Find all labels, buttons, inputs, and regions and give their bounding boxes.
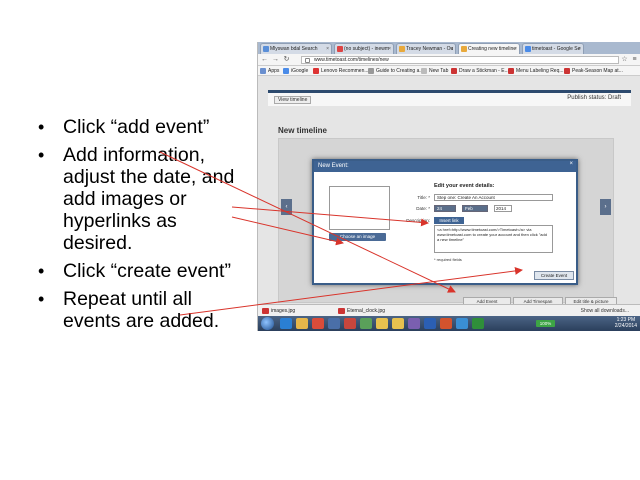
bookmark-item[interactable]: Draw a Stickman - E...: [451, 67, 509, 75]
description-label: Description:: [406, 218, 430, 223]
browser-tab[interactable]: timetoast - Google Se×: [522, 43, 584, 54]
google-icon: [525, 46, 531, 52]
dialog-header: New Event:: [314, 161, 576, 172]
edit-details-heading: Edit your event details:: [434, 183, 495, 189]
bullet-item: •Click “add event”: [38, 116, 210, 138]
insert-link-button[interactable]: Insert link: [434, 217, 464, 224]
page-icon: [263, 46, 269, 52]
battery-indicator: 100%: [536, 320, 555, 327]
browser-screenshot: Mlyswan bdal Search× (no subject) - inew…: [257, 42, 640, 331]
close-icon[interactable]: ×: [514, 46, 517, 52]
lenovo-icon: [313, 68, 319, 74]
browser-tab[interactable]: Mlyswan bdal Search×: [260, 43, 332, 54]
forward-icon[interactable]: →: [272, 56, 279, 63]
create-event-button[interactable]: Create Event: [534, 271, 574, 280]
app-icon[interactable]: [408, 318, 420, 329]
bullet-list: •Click “add event” •Add information, adj…: [36, 116, 246, 338]
app-icon[interactable]: [456, 318, 468, 329]
scroll-right-button[interactable]: ›: [600, 199, 611, 215]
bookmark-item[interactable]: New Tab: [421, 67, 448, 75]
view-timeline-button[interactable]: View timeline: [274, 96, 312, 104]
folder-icon[interactable]: [376, 318, 388, 329]
page-icon: [399, 46, 405, 52]
bullet-item: •Repeat until all events are added.: [38, 288, 220, 332]
new-event-dialog: New Event: × Choose an image Edit your e…: [312, 159, 578, 285]
image-file-icon: [262, 308, 269, 314]
bookmark-item[interactable]: Menu Labeling Req...: [508, 67, 564, 75]
app-icon[interactable]: [328, 318, 340, 329]
date-label: Date: *: [416, 206, 430, 211]
folder-icon[interactable]: [296, 318, 308, 329]
bookmark-apps[interactable]: Apps: [260, 67, 279, 75]
page-header: View timeline Publish status: Draft: [268, 90, 631, 106]
tab-bar: Mlyswan bdal Search× (no subject) - inew…: [258, 42, 640, 54]
app-icon[interactable]: [344, 318, 356, 329]
bookmarks-bar: Apps iGoogle Lenovo Recommen... Guide to…: [258, 66, 640, 76]
bullet-text: Click “add event”: [63, 116, 210, 138]
chrome-icon[interactable]: [312, 318, 324, 329]
page-icon: [508, 68, 514, 74]
stickman-icon: [451, 68, 457, 74]
image-file-icon: [338, 308, 345, 314]
required-fields-note: * required fields: [434, 257, 462, 262]
star-icon[interactable]: ☆: [621, 56, 628, 63]
page-icon: [368, 68, 374, 74]
close-icon[interactable]: ×: [569, 161, 573, 167]
app-icon[interactable]: [360, 318, 372, 329]
scroll-left-button[interactable]: ‹: [281, 199, 292, 215]
choose-image-button[interactable]: Choose an image: [329, 233, 386, 241]
page-title: New timeline: [278, 126, 327, 135]
show-all-downloads-link[interactable]: Show all downloads...: [580, 308, 629, 314]
back-icon[interactable]: ←: [261, 56, 268, 63]
close-icon[interactable]: ×: [450, 46, 453, 52]
bullet-item: •Add information, adjust the date, and a…: [38, 144, 235, 254]
downloads-bar: images.jpg Eternal_clock.jpg Show all do…: [258, 304, 640, 316]
publish-status: Publish status: Draft: [567, 95, 621, 101]
bookmark-item[interactable]: iGoogle: [283, 67, 308, 75]
bullet-text: Repeat until all events are added.: [63, 288, 220, 332]
menu-icon[interactable]: ≡: [632, 56, 637, 63]
download-item[interactable]: images.jpg: [262, 307, 295, 315]
description-field[interactable]: <a href=http://www.timetoast.com/>Timeto…: [434, 225, 553, 253]
excel-icon[interactable]: [472, 318, 484, 329]
bookmark-item[interactable]: Peak-Season Map at...: [564, 67, 623, 75]
page-icon: [305, 58, 310, 63]
windows-start-icon[interactable]: [261, 317, 274, 330]
title-field[interactable]: Step one: Create An Account: [434, 194, 553, 201]
page-icon: [421, 68, 427, 74]
browser-tab[interactable]: Tracey Newman - Ou×: [396, 43, 456, 54]
mail-icon: [337, 46, 343, 52]
close-icon[interactable]: ×: [326, 46, 329, 52]
year-field[interactable]: 2014: [494, 205, 512, 212]
bookmark-item[interactable]: Lenovo Recommen...: [313, 67, 369, 75]
google-icon: [283, 68, 289, 74]
download-item[interactable]: Eternal_clock.jpg: [338, 307, 385, 315]
bullet-text: Add information, adjust the date, and ad…: [63, 144, 235, 254]
folder-icon[interactable]: [392, 318, 404, 329]
image-preview: [329, 186, 390, 230]
timetoast-page: View timeline Publish status: Draft New …: [258, 76, 640, 304]
bookmark-item[interactable]: Guide to Creating a...: [368, 67, 424, 75]
navigation-bar: ← → ↻ www.timetoast.com/timelines/new ☆ …: [258, 54, 640, 66]
close-icon[interactable]: ×: [388, 46, 391, 52]
title-label: Title: *: [417, 195, 430, 200]
map-icon: [564, 68, 570, 74]
ie-icon[interactable]: [280, 318, 292, 329]
address-bar[interactable]: www.timetoast.com/timelines/new: [301, 56, 619, 64]
bullet-text: Click “create event”: [63, 260, 231, 282]
browser-tab-active[interactable]: Creating new timeline×: [458, 43, 520, 54]
apps-icon: [260, 68, 266, 74]
reload-icon[interactable]: ↻: [283, 56, 290, 63]
word-icon[interactable]: [424, 318, 436, 329]
bullet-item: •Click “create event”: [38, 260, 231, 282]
powerpoint-icon[interactable]: [440, 318, 452, 329]
month-select[interactable]: Feb: [462, 205, 488, 212]
timetoast-icon: [461, 46, 467, 52]
browser-tab[interactable]: (no subject) - inewm×: [334, 43, 394, 54]
close-icon[interactable]: ×: [578, 46, 581, 52]
day-select[interactable]: 24: [434, 205, 456, 212]
